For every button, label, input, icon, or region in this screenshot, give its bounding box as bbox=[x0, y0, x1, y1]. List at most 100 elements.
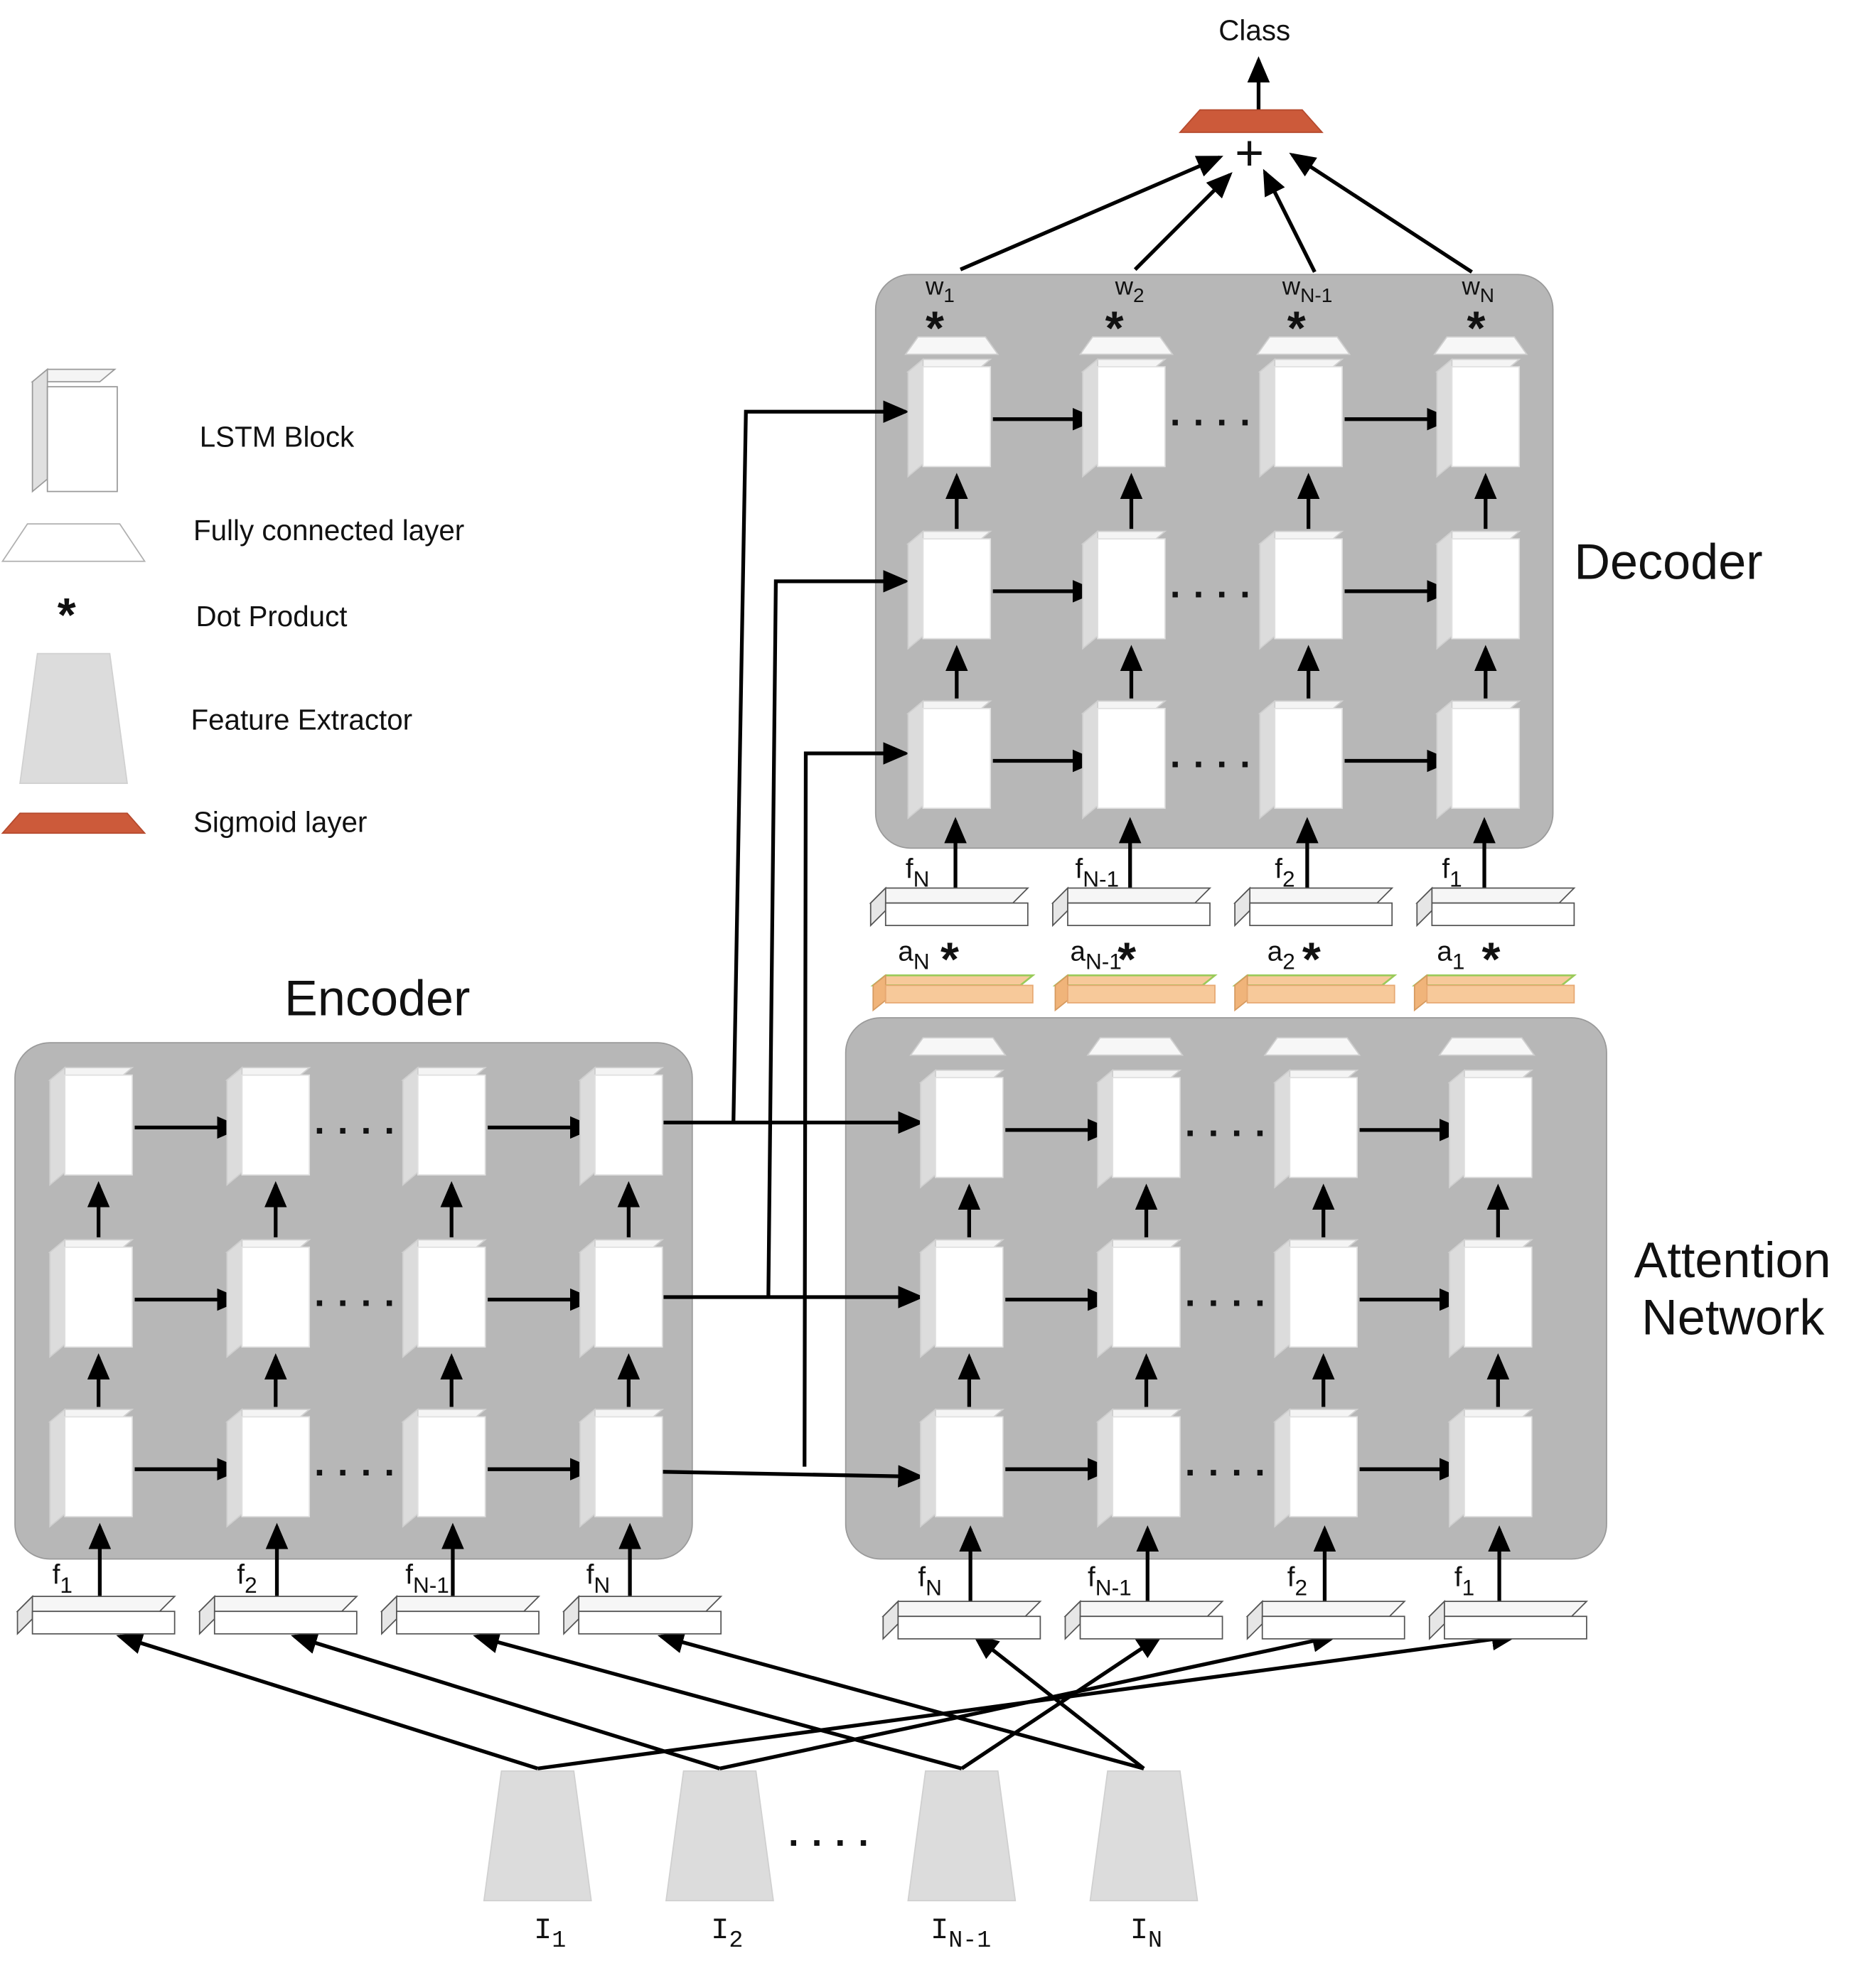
decoder-ellipsis: . . . . bbox=[1170, 392, 1252, 434]
attention-feature-vector bbox=[1245, 1600, 1406, 1640]
legend-label-sigmoid: Sigmoid layer bbox=[193, 806, 367, 839]
feature-to-encoder-arrow bbox=[291, 1632, 721, 1770]
encoder-feature-label: fN bbox=[586, 1560, 611, 1598]
dot-product-icon: * bbox=[1117, 933, 1136, 986]
encoder-title: Encoder bbox=[284, 969, 470, 1026]
decoder-feature-vector bbox=[1415, 886, 1576, 928]
attention-feature-vector bbox=[1427, 1600, 1589, 1640]
decoder-fully-connected-layer bbox=[904, 336, 999, 355]
encoder-to-attention-arrow bbox=[658, 1465, 925, 1488]
feature-to-attention-arrow bbox=[719, 1630, 1339, 1770]
input-frame-label: IN bbox=[1130, 1913, 1162, 1955]
encoder-lstm-block bbox=[578, 1238, 665, 1359]
legend-sigmoid-icon bbox=[1, 812, 146, 834]
decoder-fully-connected-layer bbox=[1255, 336, 1351, 355]
legend-lstm-icon bbox=[31, 367, 118, 493]
attention-lstm-block bbox=[1095, 1238, 1182, 1359]
attention-fully-connected-layer bbox=[1438, 1037, 1535, 1056]
decoder-lstm-block bbox=[1258, 529, 1344, 650]
encoder-lstm-block bbox=[578, 1408, 665, 1528]
attention-weight-label: aN bbox=[898, 936, 929, 974]
decoder-lstm-block bbox=[1435, 357, 1521, 478]
legend-feature-extractor-icon bbox=[19, 652, 128, 785]
decoder-fully-connected-layer bbox=[1433, 336, 1528, 355]
encoder-lstm-block bbox=[401, 1238, 487, 1359]
dot-product-icon: * bbox=[1302, 933, 1321, 986]
encoder-lstm-block bbox=[48, 1238, 134, 1359]
decoder-feature-vector bbox=[869, 886, 1029, 928]
decoder-lstm-block bbox=[1258, 357, 1344, 478]
attention-feature-label: f2 bbox=[1287, 1562, 1307, 1600]
attention-fully-connected-layer bbox=[1086, 1037, 1184, 1056]
decoder-lstm-block bbox=[1435, 529, 1521, 650]
legend-fully-connected-icon bbox=[1, 523, 146, 562]
encoder-feature-label: f1 bbox=[53, 1560, 73, 1598]
encoder-ellipsis: . . . . bbox=[314, 1442, 396, 1484]
encoder-lstm-block bbox=[578, 1066, 665, 1186]
decoder-lstm-block bbox=[906, 357, 992, 478]
attention-fully-connected-layer bbox=[909, 1037, 1007, 1056]
attention-weight-bar bbox=[1232, 974, 1398, 1012]
legend-label-lstm-block: LSTM Block bbox=[200, 420, 355, 453]
attention-lstm-block bbox=[1447, 1238, 1534, 1359]
attention-weight-label: aN-1 bbox=[1070, 936, 1121, 974]
decoder-weight-label: wN-1 bbox=[1282, 272, 1333, 306]
attention-weight-bar bbox=[870, 974, 1036, 1012]
decoder-weight-label: wN bbox=[1461, 272, 1494, 306]
encoder-lstm-block bbox=[48, 1066, 134, 1186]
encoder-feature-vector bbox=[16, 1595, 176, 1635]
encoder-lstm-block bbox=[48, 1408, 134, 1528]
feature-to-encoder-arrow bbox=[116, 1632, 539, 1770]
decoder-feature-label: f2 bbox=[1275, 854, 1295, 891]
encoder-to-decoder-arrow bbox=[803, 742, 910, 1467]
encoder-lstm-block bbox=[401, 1066, 487, 1186]
decoder-feature-label: f1 bbox=[1442, 854, 1462, 891]
decoder-ellipsis: . . . . bbox=[1170, 564, 1252, 606]
attention-weight-bar bbox=[1412, 974, 1577, 1012]
attention-weight-label: a2 bbox=[1267, 936, 1295, 974]
attention-fully-connected-layer bbox=[1263, 1037, 1361, 1056]
encoder-panel bbox=[14, 1042, 693, 1560]
input-frame-label: I2 bbox=[711, 1913, 743, 1955]
attention-ellipsis: . . . . bbox=[1185, 1442, 1267, 1484]
dot-product-icon: * bbox=[1482, 933, 1501, 986]
encoder-lstm-block bbox=[401, 1408, 487, 1528]
decoder-lstm-block bbox=[1081, 699, 1167, 820]
decoder-feature-label: fN bbox=[906, 854, 930, 891]
encoder-feature-vector bbox=[562, 1595, 723, 1635]
decoder-weight-label: w1 bbox=[925, 272, 955, 306]
attention-feature-label: fN bbox=[918, 1562, 942, 1600]
feature-to-attention-arrow bbox=[972, 1634, 1145, 1770]
encoder-feature-label: fN-1 bbox=[405, 1560, 449, 1598]
encoder-lstm-block bbox=[225, 1408, 311, 1528]
attention-lstm-block bbox=[1272, 1238, 1359, 1359]
attention-lstm-block bbox=[1447, 1408, 1534, 1528]
encoder-feature-label: f2 bbox=[237, 1560, 257, 1598]
legend-label-feature-extractor: Feature Extractor bbox=[191, 704, 412, 736]
dot-product-icon: * bbox=[940, 933, 959, 986]
sum-icon: + bbox=[1235, 124, 1264, 181]
attention-lstm-block bbox=[1095, 1068, 1182, 1189]
legend-label-dot-product: Dot Product bbox=[195, 600, 347, 633]
feature-extractor bbox=[1089, 1770, 1199, 1902]
attention-weight-bar bbox=[1052, 974, 1218, 1012]
decoder-lstm-block bbox=[906, 529, 992, 650]
sigmoid-layer bbox=[1178, 109, 1324, 134]
attention-feature-vector bbox=[1063, 1600, 1224, 1640]
weighted-output-arrow bbox=[1133, 172, 1233, 272]
dot-product-icon: * bbox=[926, 302, 944, 355]
attention-feature-label: fN-1 bbox=[1088, 1562, 1132, 1600]
weighted-output-arrow bbox=[1263, 168, 1317, 273]
weighted-output-arrow bbox=[1289, 152, 1473, 274]
attention-feature-vector bbox=[881, 1600, 1042, 1640]
attention-network-title: Attention bbox=[1634, 1232, 1831, 1288]
encoder-lstm-block bbox=[225, 1238, 311, 1359]
attention-lstm-block bbox=[918, 1068, 1005, 1189]
decoder-fully-connected-layer bbox=[1078, 336, 1174, 355]
dot-product-icon: * bbox=[1467, 302, 1485, 355]
attention-ellipsis: . . . . bbox=[1185, 1103, 1267, 1145]
decoder-feature-vector bbox=[1233, 886, 1394, 928]
decoder-lstm-block bbox=[906, 699, 992, 820]
encoder-ellipsis: . . . . bbox=[314, 1100, 396, 1142]
